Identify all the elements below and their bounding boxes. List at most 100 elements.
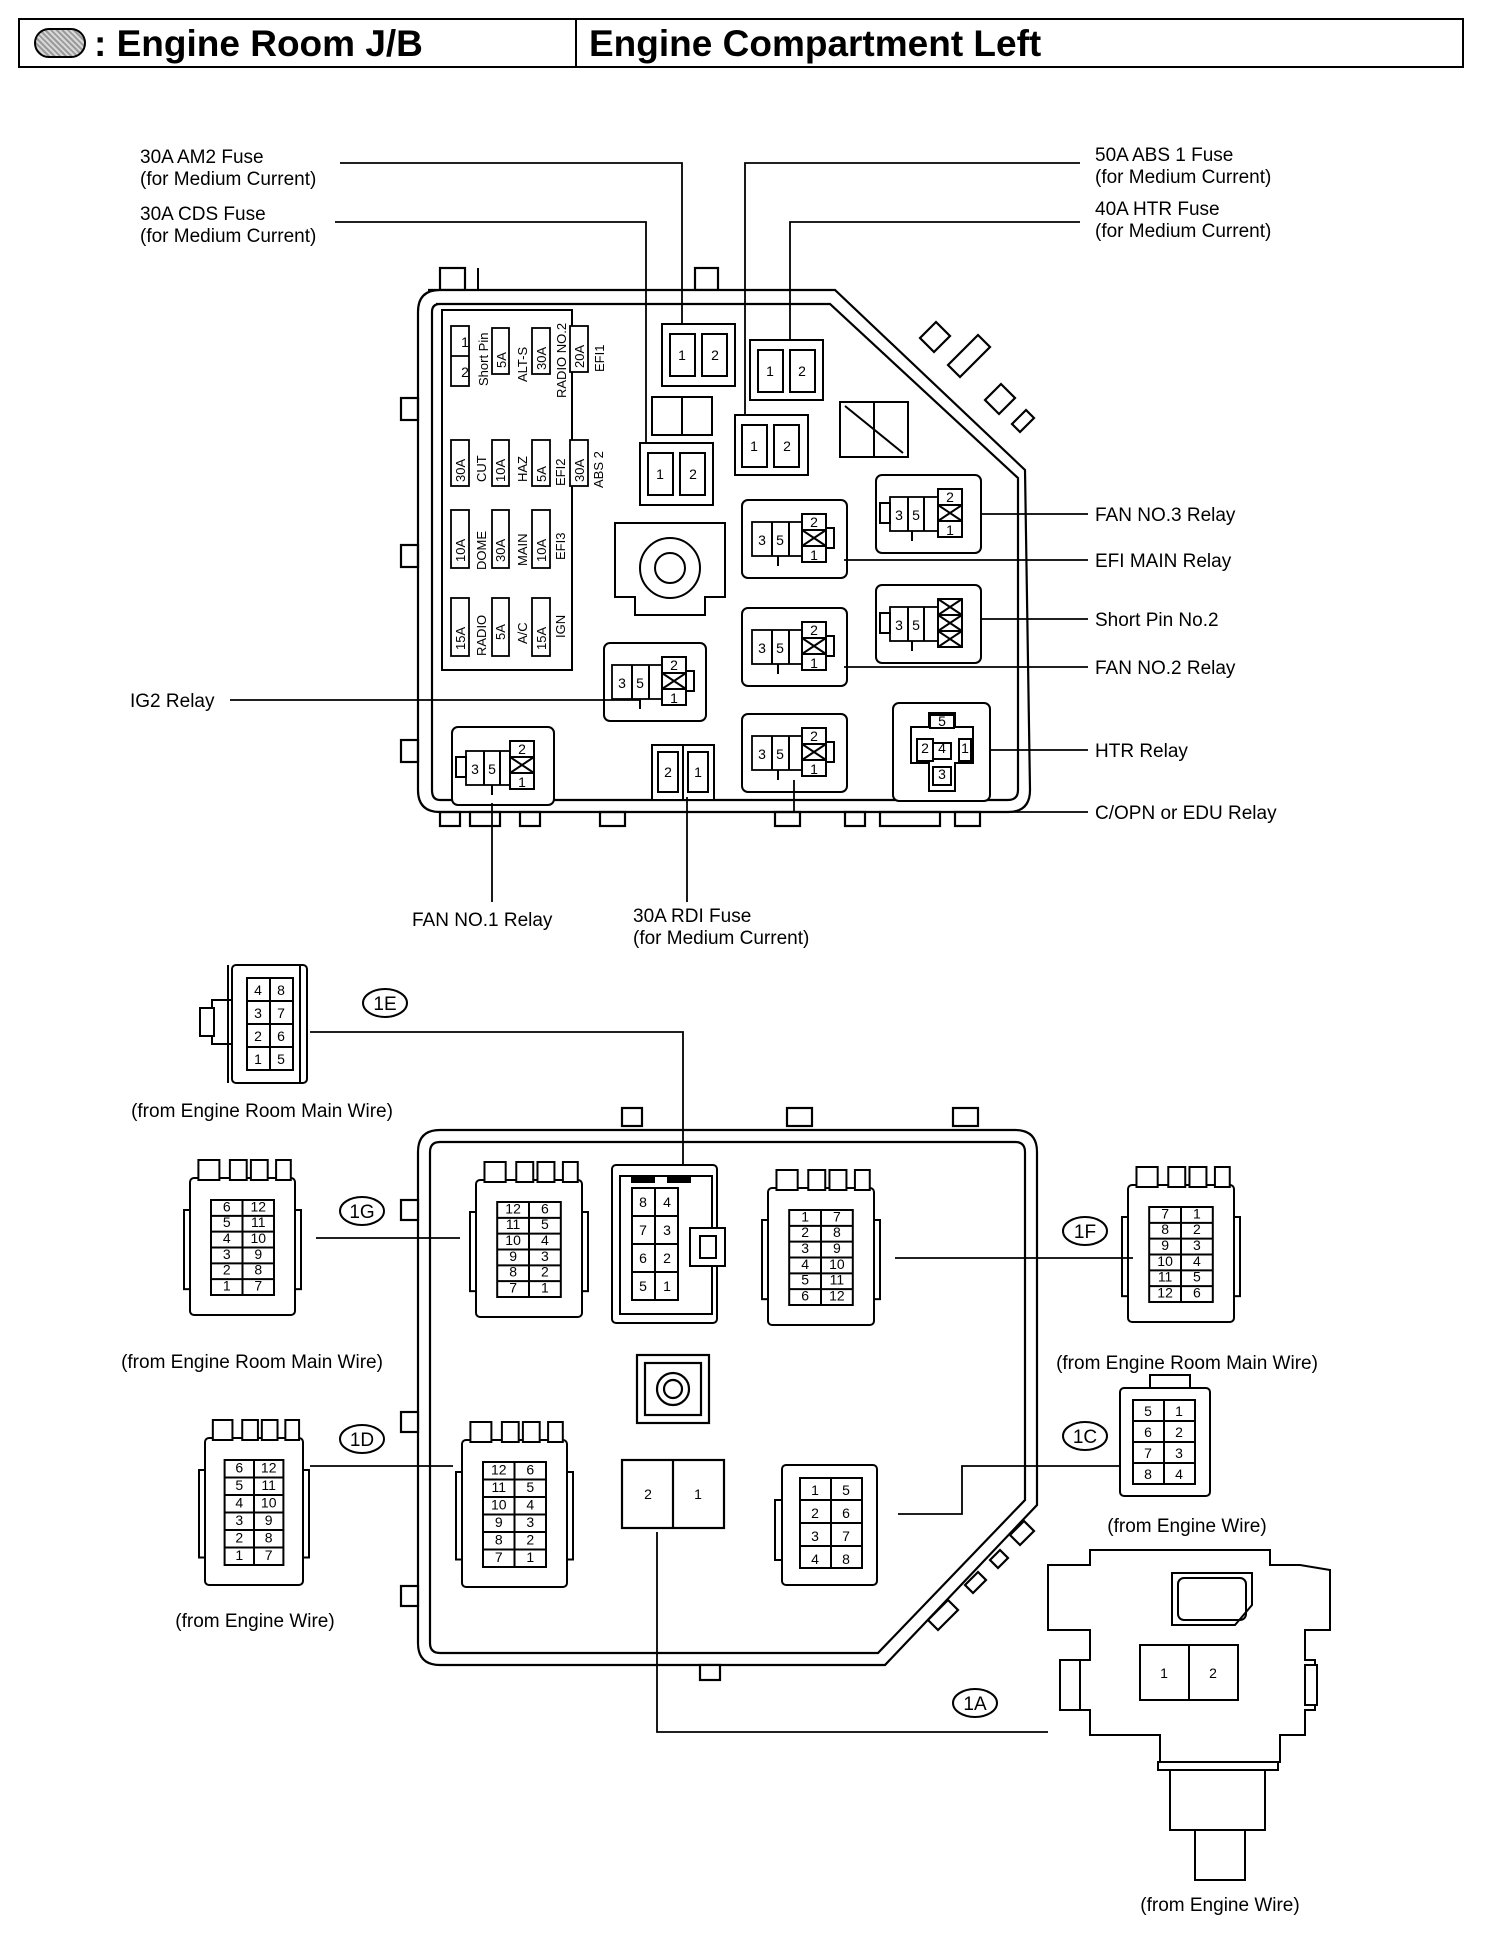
fuse-label-5a: 5A bbox=[494, 352, 509, 368]
fuse-label-5a-ac: 5A bbox=[493, 624, 508, 640]
plug-1d-pin-5: 5 bbox=[235, 1477, 243, 1493]
rdi-fuse-pin-2: 2 bbox=[664, 764, 672, 780]
plug-1c-pin-1: 1 bbox=[1175, 1403, 1183, 1419]
fuse-label-30a-abs2: 30A bbox=[572, 459, 587, 482]
plug-1d-pin-8: 8 bbox=[265, 1530, 273, 1546]
socket-1f-pin-5: 5 bbox=[801, 1272, 809, 1288]
plug-1d-pin-9: 9 bbox=[265, 1512, 273, 1528]
fan2-pin-5: 5 bbox=[776, 640, 784, 656]
label-cds-fuse-line2: (for Medium Current) bbox=[140, 226, 316, 247]
plug-1g-pin-7: 7 bbox=[254, 1278, 262, 1294]
abs1-fuse-pin-1: 1 bbox=[750, 438, 758, 454]
efi-main-pin-3: 3 bbox=[758, 532, 766, 548]
relay-htr bbox=[892, 702, 991, 802]
label-abs1-fuse-line1: 50A ABS 1 Fuse bbox=[1095, 145, 1233, 166]
plug-1e-pin-3: 3 bbox=[254, 1005, 262, 1021]
plug-1c-pin-2: 2 bbox=[1175, 1424, 1183, 1440]
relay-fan-no1 bbox=[451, 726, 555, 806]
fuse-label-cut: CUT bbox=[474, 455, 489, 482]
plug-1f-pin-6: 6 bbox=[1193, 1285, 1201, 1301]
plug-1f-pin-8: 8 bbox=[1161, 1221, 1169, 1237]
relay-copn-edu bbox=[741, 713, 848, 793]
fuse-label-efi1: EFI1 bbox=[592, 345, 607, 372]
socket-1d-pin-4: 4 bbox=[526, 1497, 534, 1513]
connector-id-badges bbox=[339, 988, 1108, 1718]
label-copn-relay: C/OPN or EDU Relay bbox=[1095, 803, 1277, 824]
plug-1g-pin-9: 9 bbox=[254, 1246, 262, 1262]
socket-1g-pin-3: 3 bbox=[541, 1248, 549, 1264]
plug-1d-pin-6: 6 bbox=[235, 1460, 243, 1476]
label-fan1-relay: FAN NO.1 Relay bbox=[412, 910, 553, 931]
efi-main-pin-2: 2 bbox=[810, 514, 818, 530]
connector-id-1g: 1G bbox=[349, 1202, 374, 1223]
plug-1g-pin-8: 8 bbox=[254, 1262, 262, 1278]
socket-1g-pin-2: 2 bbox=[541, 1264, 549, 1280]
socket-1d-pin-3: 3 bbox=[526, 1514, 534, 1530]
plug-1f-pin-3: 3 bbox=[1193, 1237, 1201, 1253]
socket-1e-pin-2: 2 bbox=[663, 1250, 671, 1266]
plug-1a bbox=[1047, 1549, 1331, 1881]
relay-ig2 bbox=[603, 642, 707, 722]
plug-1f-pin-7: 7 bbox=[1161, 1205, 1169, 1221]
fan3-pin-5: 5 bbox=[912, 507, 920, 523]
plug-1g-pin-12: 12 bbox=[250, 1198, 266, 1214]
ig2-pin-3: 3 bbox=[618, 675, 626, 691]
plug-1g-pin-2: 2 bbox=[223, 1262, 231, 1278]
top-labels: 30A AM2 Fuse (for Medium Current) 30A CD… bbox=[130, 145, 1277, 949]
plug-1c-pin-3: 3 bbox=[1175, 1445, 1183, 1461]
plug-1e-pin-5: 5 bbox=[277, 1051, 285, 1067]
plug-1d-pin-10: 10 bbox=[261, 1495, 277, 1511]
socket-1c-pin-6: 6 bbox=[842, 1505, 850, 1521]
socket-1c-pin-5: 5 bbox=[842, 1482, 850, 1498]
plug-1f bbox=[1121, 1166, 1241, 1323]
fuse-label-30a-cut: 30A bbox=[453, 459, 468, 482]
socket-1g-pin-9: 9 bbox=[509, 1248, 517, 1264]
label-cds-fuse-line1: 30A CDS Fuse bbox=[140, 204, 266, 225]
socket-1c-pin-1: 1 bbox=[811, 1482, 819, 1498]
plug-1c bbox=[1119, 1374, 1211, 1497]
fuse-label-haz: HAZ bbox=[515, 456, 530, 482]
socket-1d bbox=[455, 1421, 574, 1588]
socket-1e-pin-4: 4 bbox=[663, 1194, 671, 1210]
label-fan2-relay: FAN NO.2 Relay bbox=[1095, 658, 1236, 679]
plug-1e-pin-6: 6 bbox=[277, 1028, 285, 1044]
plug-1g-pin-1: 1 bbox=[223, 1278, 231, 1294]
plug-1d-pin-1: 1 bbox=[235, 1547, 243, 1563]
fuse-label-10a-dome: 10A bbox=[453, 539, 468, 562]
fuse-panel-pin-2: 2 bbox=[461, 364, 469, 380]
socket-1d-pin-2: 2 bbox=[526, 1532, 534, 1548]
plug-1c-pin-8: 8 bbox=[1144, 1466, 1152, 1482]
socket-1e-pin-7: 7 bbox=[639, 1222, 647, 1238]
fuse-label-30a: 30A bbox=[534, 347, 549, 370]
plug-1e bbox=[199, 964, 308, 1084]
relay-efi-main bbox=[741, 499, 848, 579]
plug-1f-pin-5: 5 bbox=[1193, 1269, 1201, 1285]
fuse-label-20a: 20A bbox=[572, 345, 587, 368]
plug-1f-pin-4: 4 bbox=[1193, 1253, 1201, 1269]
socket-1d-pin-1: 1 bbox=[526, 1549, 534, 1565]
htr-fuse-pin-2: 2 bbox=[798, 363, 806, 379]
fuse-panel bbox=[450, 325, 589, 657]
am2-fuse-pin-2: 2 bbox=[711, 347, 719, 363]
connector-id-1e: 1E bbox=[373, 994, 396, 1015]
fuse-label-ac: A/C bbox=[515, 622, 530, 644]
socket-1f-pin-10: 10 bbox=[829, 1256, 845, 1272]
plug-1f-pin-1: 1 bbox=[1193, 1205, 1201, 1221]
ig2-pin-2: 2 bbox=[670, 657, 678, 673]
plug-1a-pin-1: 1 bbox=[1160, 1665, 1168, 1681]
plug-1g-pin-11: 11 bbox=[251, 1214, 266, 1230]
socket-1c-pin-7: 7 bbox=[842, 1528, 850, 1544]
top-leader-lines bbox=[230, 162, 1088, 902]
top-fuse-pin-numbers: 1 2 1 2 1 2 1 2 2 1 bbox=[656, 347, 806, 780]
fuse-label-short-pin: Short Pin bbox=[476, 333, 491, 386]
fan3-pin-3: 3 bbox=[895, 507, 903, 523]
label-rdi-fuse-line2: (for Medium Current) bbox=[633, 928, 809, 949]
label-htr-relay: HTR Relay bbox=[1095, 741, 1188, 762]
socket-1d-pin-6: 6 bbox=[526, 1462, 534, 1478]
am2-fuse-pin-1: 1 bbox=[678, 347, 686, 363]
socket-1a-pins: 2 1 bbox=[644, 1486, 702, 1502]
plug-1g-pin-5: 5 bbox=[223, 1214, 231, 1230]
cds-fuse-pin-2: 2 bbox=[689, 466, 697, 482]
fuse-label-ign: IGN bbox=[553, 615, 568, 638]
